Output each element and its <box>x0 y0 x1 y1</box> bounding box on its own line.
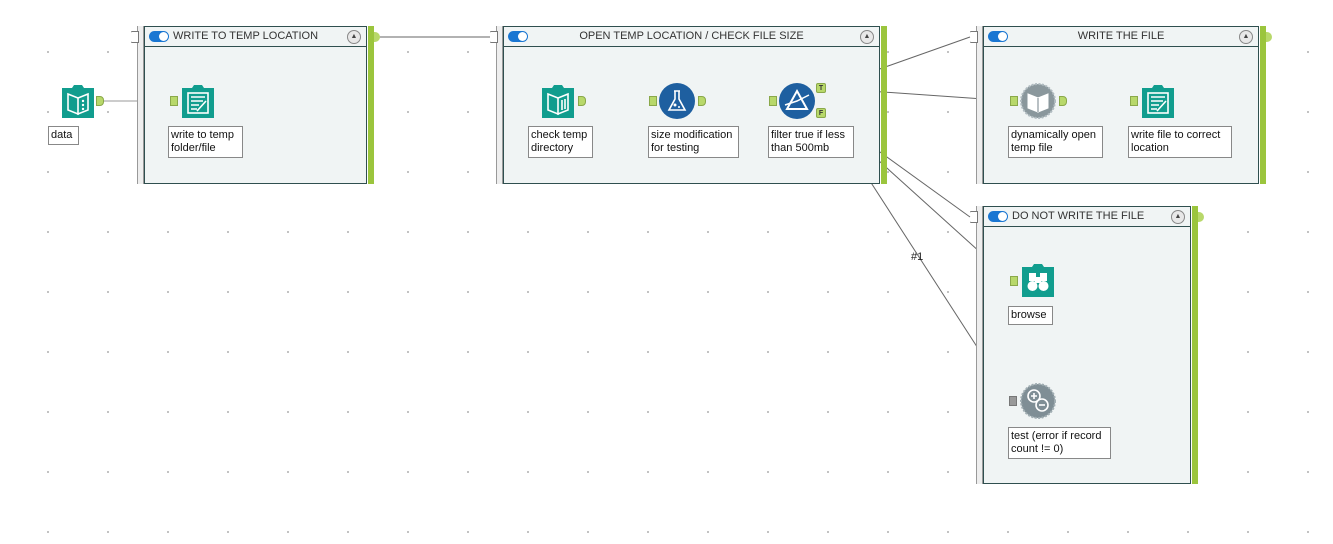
collapse-icon[interactable]: ▲ <box>860 30 874 44</box>
collapse-icon[interactable]: ▲ <box>1171 210 1185 224</box>
tool-label-size-mod: size modification for testing <box>648 126 739 158</box>
enable-toggle[interactable] <box>988 31 1008 42</box>
collapse-icon[interactable]: ▲ <box>1239 30 1253 44</box>
collapse-icon[interactable]: ▲ <box>347 30 361 44</box>
container-title: DO NOT WRITE THE FILE <box>1012 210 1145 222</box>
output-anchor[interactable] <box>578 96 586 106</box>
true-anchor[interactable]: T <box>816 83 826 93</box>
formula-tool-icon[interactable] <box>659 83 695 119</box>
enable-toggle[interactable] <box>508 31 528 42</box>
tool-label-write-file: write file to correct location <box>1128 126 1232 158</box>
false-anchor[interactable]: F <box>816 108 826 118</box>
tool-label-check-temp: check temp directory <box>528 126 593 158</box>
tool-label-filter: filter true if less than 500mb <box>768 126 854 158</box>
filter-tool-icon[interactable] <box>779 83 815 119</box>
container-output-anchor[interactable] <box>1198 212 1204 222</box>
output-anchor[interactable] <box>1059 96 1067 106</box>
output-data-tool-icon[interactable] <box>1140 84 1176 120</box>
container-output-anchor[interactable] <box>374 32 380 42</box>
tool-label-dyn-open: dynamically open temp file <box>1008 126 1103 158</box>
tool-label-data: data <box>48 126 79 145</box>
tool-label-test: test (error if record count != 0) <box>1008 427 1111 459</box>
container-output-anchor[interactable] <box>1266 32 1272 42</box>
container-title: OPEN TEMP LOCATION / CHECK FILE SIZE <box>579 30 804 42</box>
enable-toggle[interactable] <box>149 31 169 42</box>
enable-toggle[interactable] <box>988 211 1008 222</box>
output-data-tool-icon[interactable] <box>180 84 216 120</box>
test-tool-icon[interactable] <box>1020 383 1056 419</box>
tool-label-write-temp: write to temp folder/file <box>168 126 243 158</box>
input-anchor[interactable] <box>1010 276 1018 286</box>
container-title: WRITE THE FILE <box>1077 30 1165 42</box>
input-anchor[interactable] <box>1010 96 1018 106</box>
output-anchor[interactable] <box>698 96 706 106</box>
input-anchor[interactable] <box>649 96 657 106</box>
browse-tool-icon[interactable] <box>1020 263 1056 299</box>
tool-label-browse: browse <box>1008 306 1053 325</box>
input-data-tool-icon[interactable] <box>60 84 96 120</box>
input-anchor[interactable] <box>1009 396 1017 406</box>
dynamic-input-tool-icon[interactable] <box>1020 83 1056 119</box>
connection-label: #1 <box>911 251 923 263</box>
container-title: WRITE TO TEMP LOCATION <box>173 30 319 42</box>
directory-tool-icon[interactable] <box>540 84 576 120</box>
input-anchor[interactable] <box>1130 96 1138 106</box>
output-anchor[interactable] <box>96 96 104 106</box>
input-anchor[interactable] <box>170 96 178 106</box>
input-anchor[interactable] <box>769 96 777 106</box>
